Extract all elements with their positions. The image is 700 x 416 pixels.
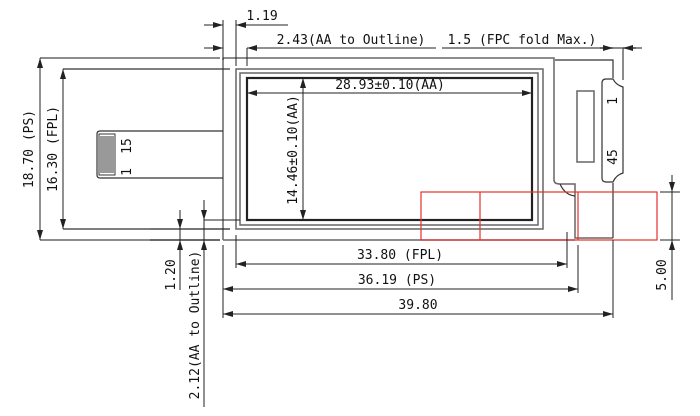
- dim-aa-height: 14.46±0.10(AA): [286, 78, 306, 220]
- left-fpc-tail: 15 1: [96, 130, 223, 179]
- dim-ps-width: 36.19 (PS): [222, 245, 579, 318]
- svg-text:14.46±0.10(AA): 14.46±0.10(AA): [286, 95, 301, 205]
- dim-fpl-height: 16.30 (FPL): [46, 69, 66, 229]
- dim-fpc-fold: 1.5 (FPC fold Max.): [442, 33, 642, 80]
- dim-total-width: 39.80: [223, 240, 614, 318]
- dim-top-offset: 1.19: [204, 9, 288, 66]
- active-area: [245, 76, 534, 222]
- pin-label-45: 45: [606, 149, 621, 165]
- svg-text:1.5 (FPC fold Max.): 1.5 (FPC fold Max.): [448, 33, 597, 48]
- svg-text:1.19: 1.19: [246, 9, 277, 24]
- svg-text:5.00: 5.00: [655, 259, 670, 290]
- highlight-boxes: [420, 191, 658, 241]
- pin-label-1: 1: [120, 168, 135, 176]
- dim-fpc-tail-height: 5.00: [655, 175, 680, 300]
- dim-ps-height: 18.70 (PS): [22, 58, 43, 240]
- right-connector: 1 45: [576, 78, 624, 183]
- svg-text:18.70 (PS): 18.70 (PS): [22, 110, 37, 188]
- pin-label-1: 1: [606, 97, 621, 105]
- dim-aa-width: 28.93±0.10(AA): [247, 78, 532, 96]
- svg-text:28.93±0.10(AA): 28.93±0.10(AA): [335, 78, 445, 93]
- dim-aa-to-outline-left: 2.43(AA to Outline): [210, 33, 436, 51]
- connector-fingers-icon: [98, 133, 116, 176]
- svg-text:33.80 (FPL): 33.80 (FPL): [357, 248, 443, 263]
- module-outline: [40, 57, 614, 241]
- dim-fpl-width: 33.80 (FPL): [235, 232, 568, 268]
- svg-text:36.19 (PS): 36.19 (PS): [358, 273, 436, 288]
- svg-text:16.30 (FPL): 16.30 (FPL): [46, 106, 61, 192]
- pin-label-15: 15: [120, 138, 135, 154]
- svg-text:2.43(AA to Outline): 2.43(AA to Outline): [277, 33, 426, 48]
- dim-bottom-offset: 1.20 2.12(AA to Outline): [150, 200, 240, 407]
- svg-text:1.20: 1.20: [164, 259, 179, 290]
- svg-text:39.80: 39.80: [398, 298, 437, 313]
- svg-text:2.12(AA to Outline): 2.12(AA to Outline): [188, 251, 203, 400]
